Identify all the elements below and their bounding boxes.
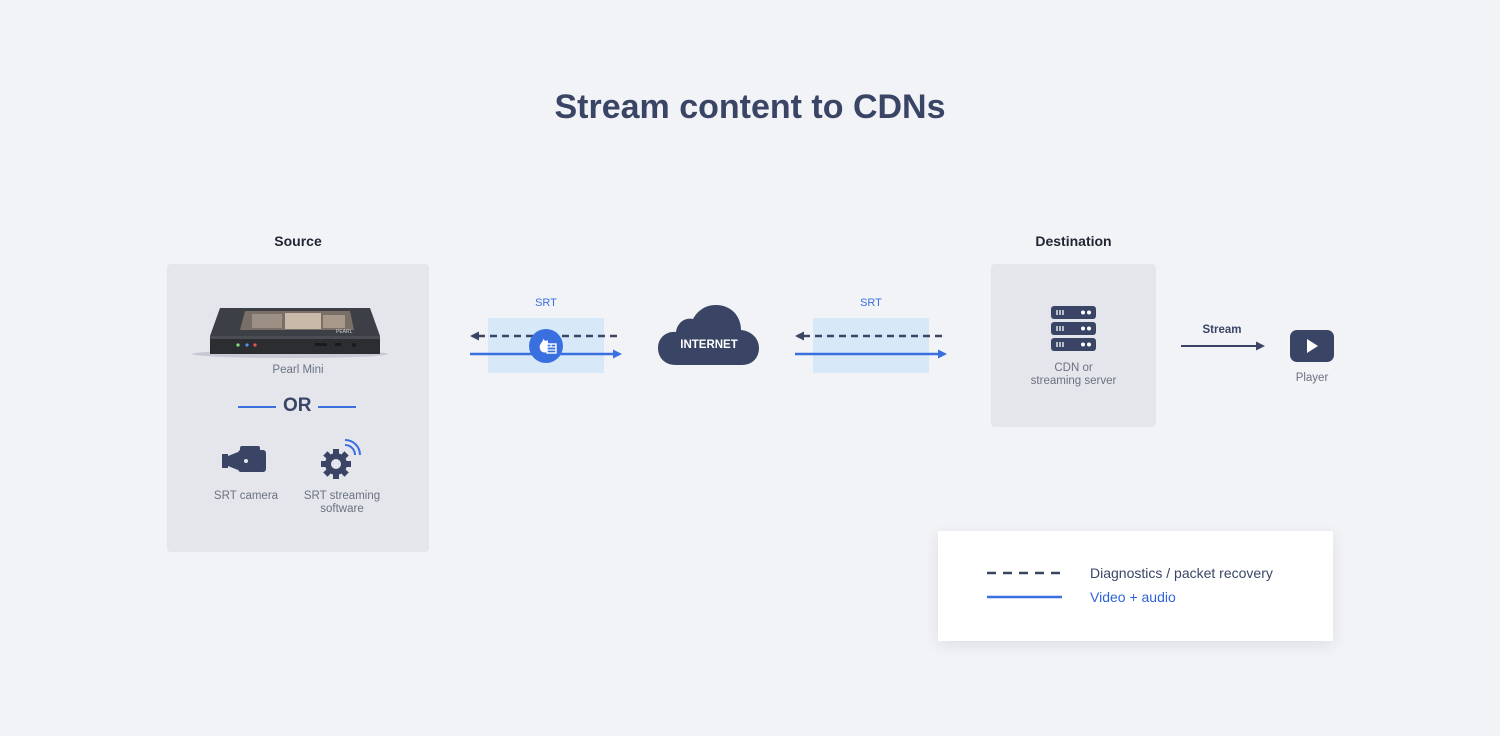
or-divider-left xyxy=(238,406,276,408)
internet-cloud-icon xyxy=(658,305,760,367)
camera-icon xyxy=(222,446,270,476)
source-heading: Source xyxy=(274,233,322,249)
device-brand-text: PEARL xyxy=(336,329,353,335)
pearl-mini-device-image: PEARL xyxy=(190,300,388,360)
internet-label: INTERNET xyxy=(680,339,738,351)
srt-camera-label: SRT camera xyxy=(213,490,279,502)
firewall-icon xyxy=(528,328,564,364)
pearl-mini-label: Pearl Mini xyxy=(272,364,324,376)
legend-solid-label: Video + audio xyxy=(1090,589,1176,605)
legend-dashed-label: Diagnostics / packet recovery xyxy=(1090,565,1273,581)
player-label: Player xyxy=(1295,372,1329,384)
stream-arrow xyxy=(1181,340,1265,352)
srt-software-label-line1: SRT streaming xyxy=(303,490,381,502)
destination-heading: Destination xyxy=(1035,233,1112,249)
stream-label: Stream xyxy=(1202,324,1242,336)
player-icon xyxy=(1290,330,1334,362)
left-srt-label: SRT xyxy=(535,297,557,309)
or-divider-right xyxy=(318,406,356,408)
or-text: OR xyxy=(283,395,312,416)
right-srt-label: SRT xyxy=(860,297,882,309)
server-label-line2: streaming server xyxy=(1030,375,1117,387)
server-icon xyxy=(1051,306,1096,352)
legend-dashed-line xyxy=(987,568,1063,578)
page-title: Stream content to CDNs xyxy=(554,88,946,126)
server-label-line1: CDN or xyxy=(1054,362,1093,374)
legend-solid-line xyxy=(987,592,1063,602)
right-link-arrows xyxy=(795,330,947,360)
legend-box xyxy=(938,531,1333,641)
srt-software-label-line2: software xyxy=(320,503,364,515)
gear-wireless-icon xyxy=(318,436,366,480)
right-srt-band xyxy=(813,318,929,373)
